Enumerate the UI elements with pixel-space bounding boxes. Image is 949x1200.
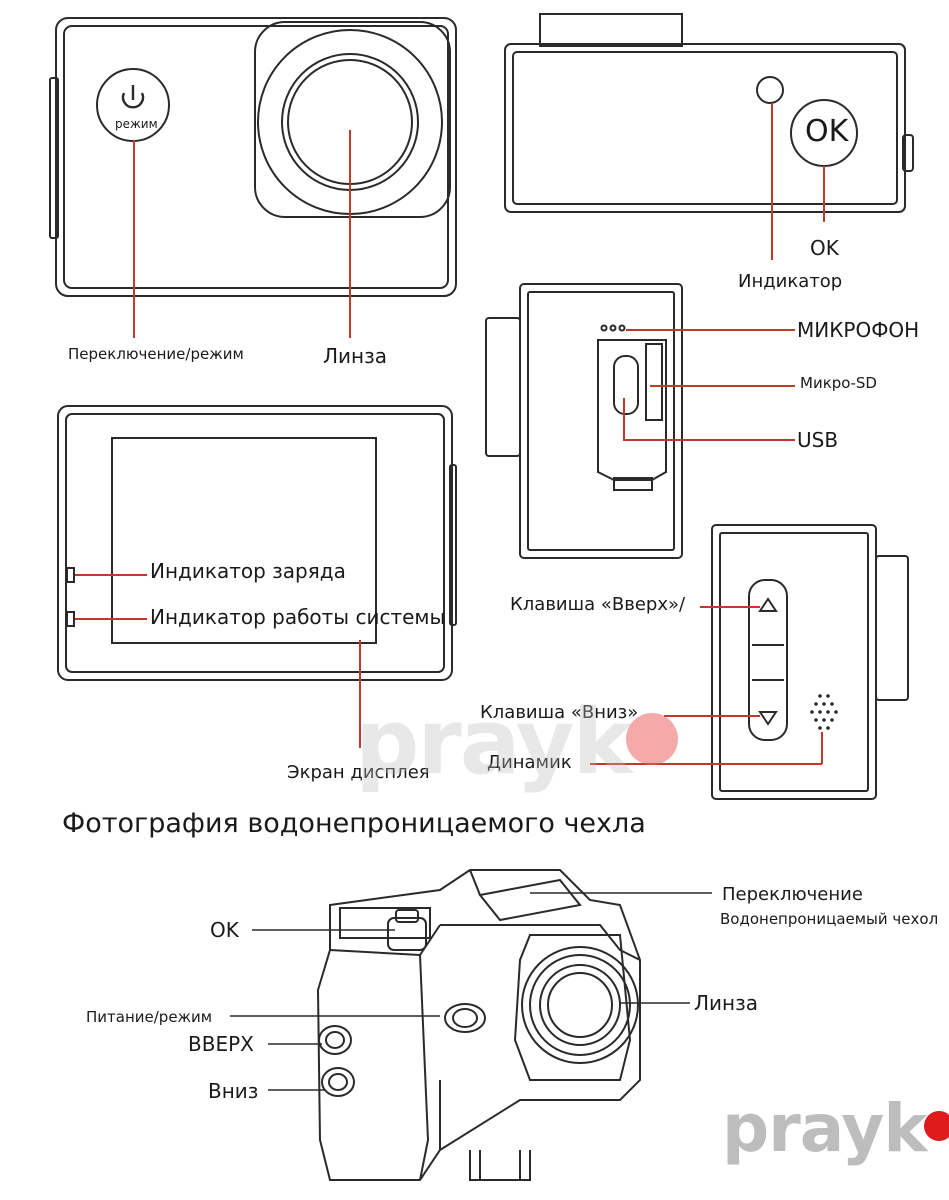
watermark-logo-text: prayk xyxy=(722,1090,927,1167)
camera-front-view xyxy=(49,17,457,297)
case-section-heading: Фотография водонепроницаемого чехла xyxy=(62,808,646,839)
system-indicator-label: Индикатор работы системы xyxy=(150,605,446,629)
speaker-label: Динамик xyxy=(487,752,572,773)
watermark-center-text: prayk xyxy=(355,690,632,795)
key-down-label: Клавиша «Вниз» xyxy=(480,702,639,723)
speaker-grille xyxy=(810,694,838,730)
charge-indicator-label: Индикатор заряда xyxy=(150,559,346,583)
indicator-label: Индикатор xyxy=(738,271,843,292)
watermark-center: prayk xyxy=(355,690,679,795)
case-up-label: ВВЕРХ xyxy=(188,1032,254,1056)
camera-side-view xyxy=(485,283,683,559)
power-mode-symbol-label: режим xyxy=(115,117,158,131)
case-down-label: Вниз xyxy=(208,1079,259,1103)
key-up-label: Клавиша «Вверх»/ xyxy=(510,594,686,615)
callout-lines xyxy=(75,103,825,765)
switch-mode-label: Переключение/режим xyxy=(68,345,244,363)
micro-sd-label: Микро-SD xyxy=(800,374,877,392)
ok-label: OK xyxy=(810,236,839,260)
lens-label: Линза xyxy=(323,344,388,368)
case-waterproof-label: Водонепроницаемый чехол xyxy=(720,910,939,928)
microphone-label: МИКРОФОН xyxy=(797,318,920,342)
usb-label: USB xyxy=(797,428,839,452)
camera-right-side-view xyxy=(711,524,909,800)
ok-button-label: OK xyxy=(805,114,849,149)
power-icon xyxy=(121,85,145,109)
watermark-dot xyxy=(626,713,679,766)
case-power-mode-label: Питание/режим xyxy=(86,1008,213,1026)
camera-top-view xyxy=(504,13,914,213)
watermark-logo: prayk xyxy=(722,1090,949,1167)
case-lens-label: Линза xyxy=(694,991,759,1015)
case-switch-label: Переключение xyxy=(722,884,863,905)
case-callout-lines xyxy=(230,892,712,1091)
watermark-logo-dot xyxy=(924,1110,949,1141)
display-screen-label: Экран дисплея xyxy=(287,762,430,783)
camera-back-view xyxy=(57,405,457,681)
case-ok-label: OK xyxy=(210,918,239,942)
waterproof-case xyxy=(316,869,641,1181)
